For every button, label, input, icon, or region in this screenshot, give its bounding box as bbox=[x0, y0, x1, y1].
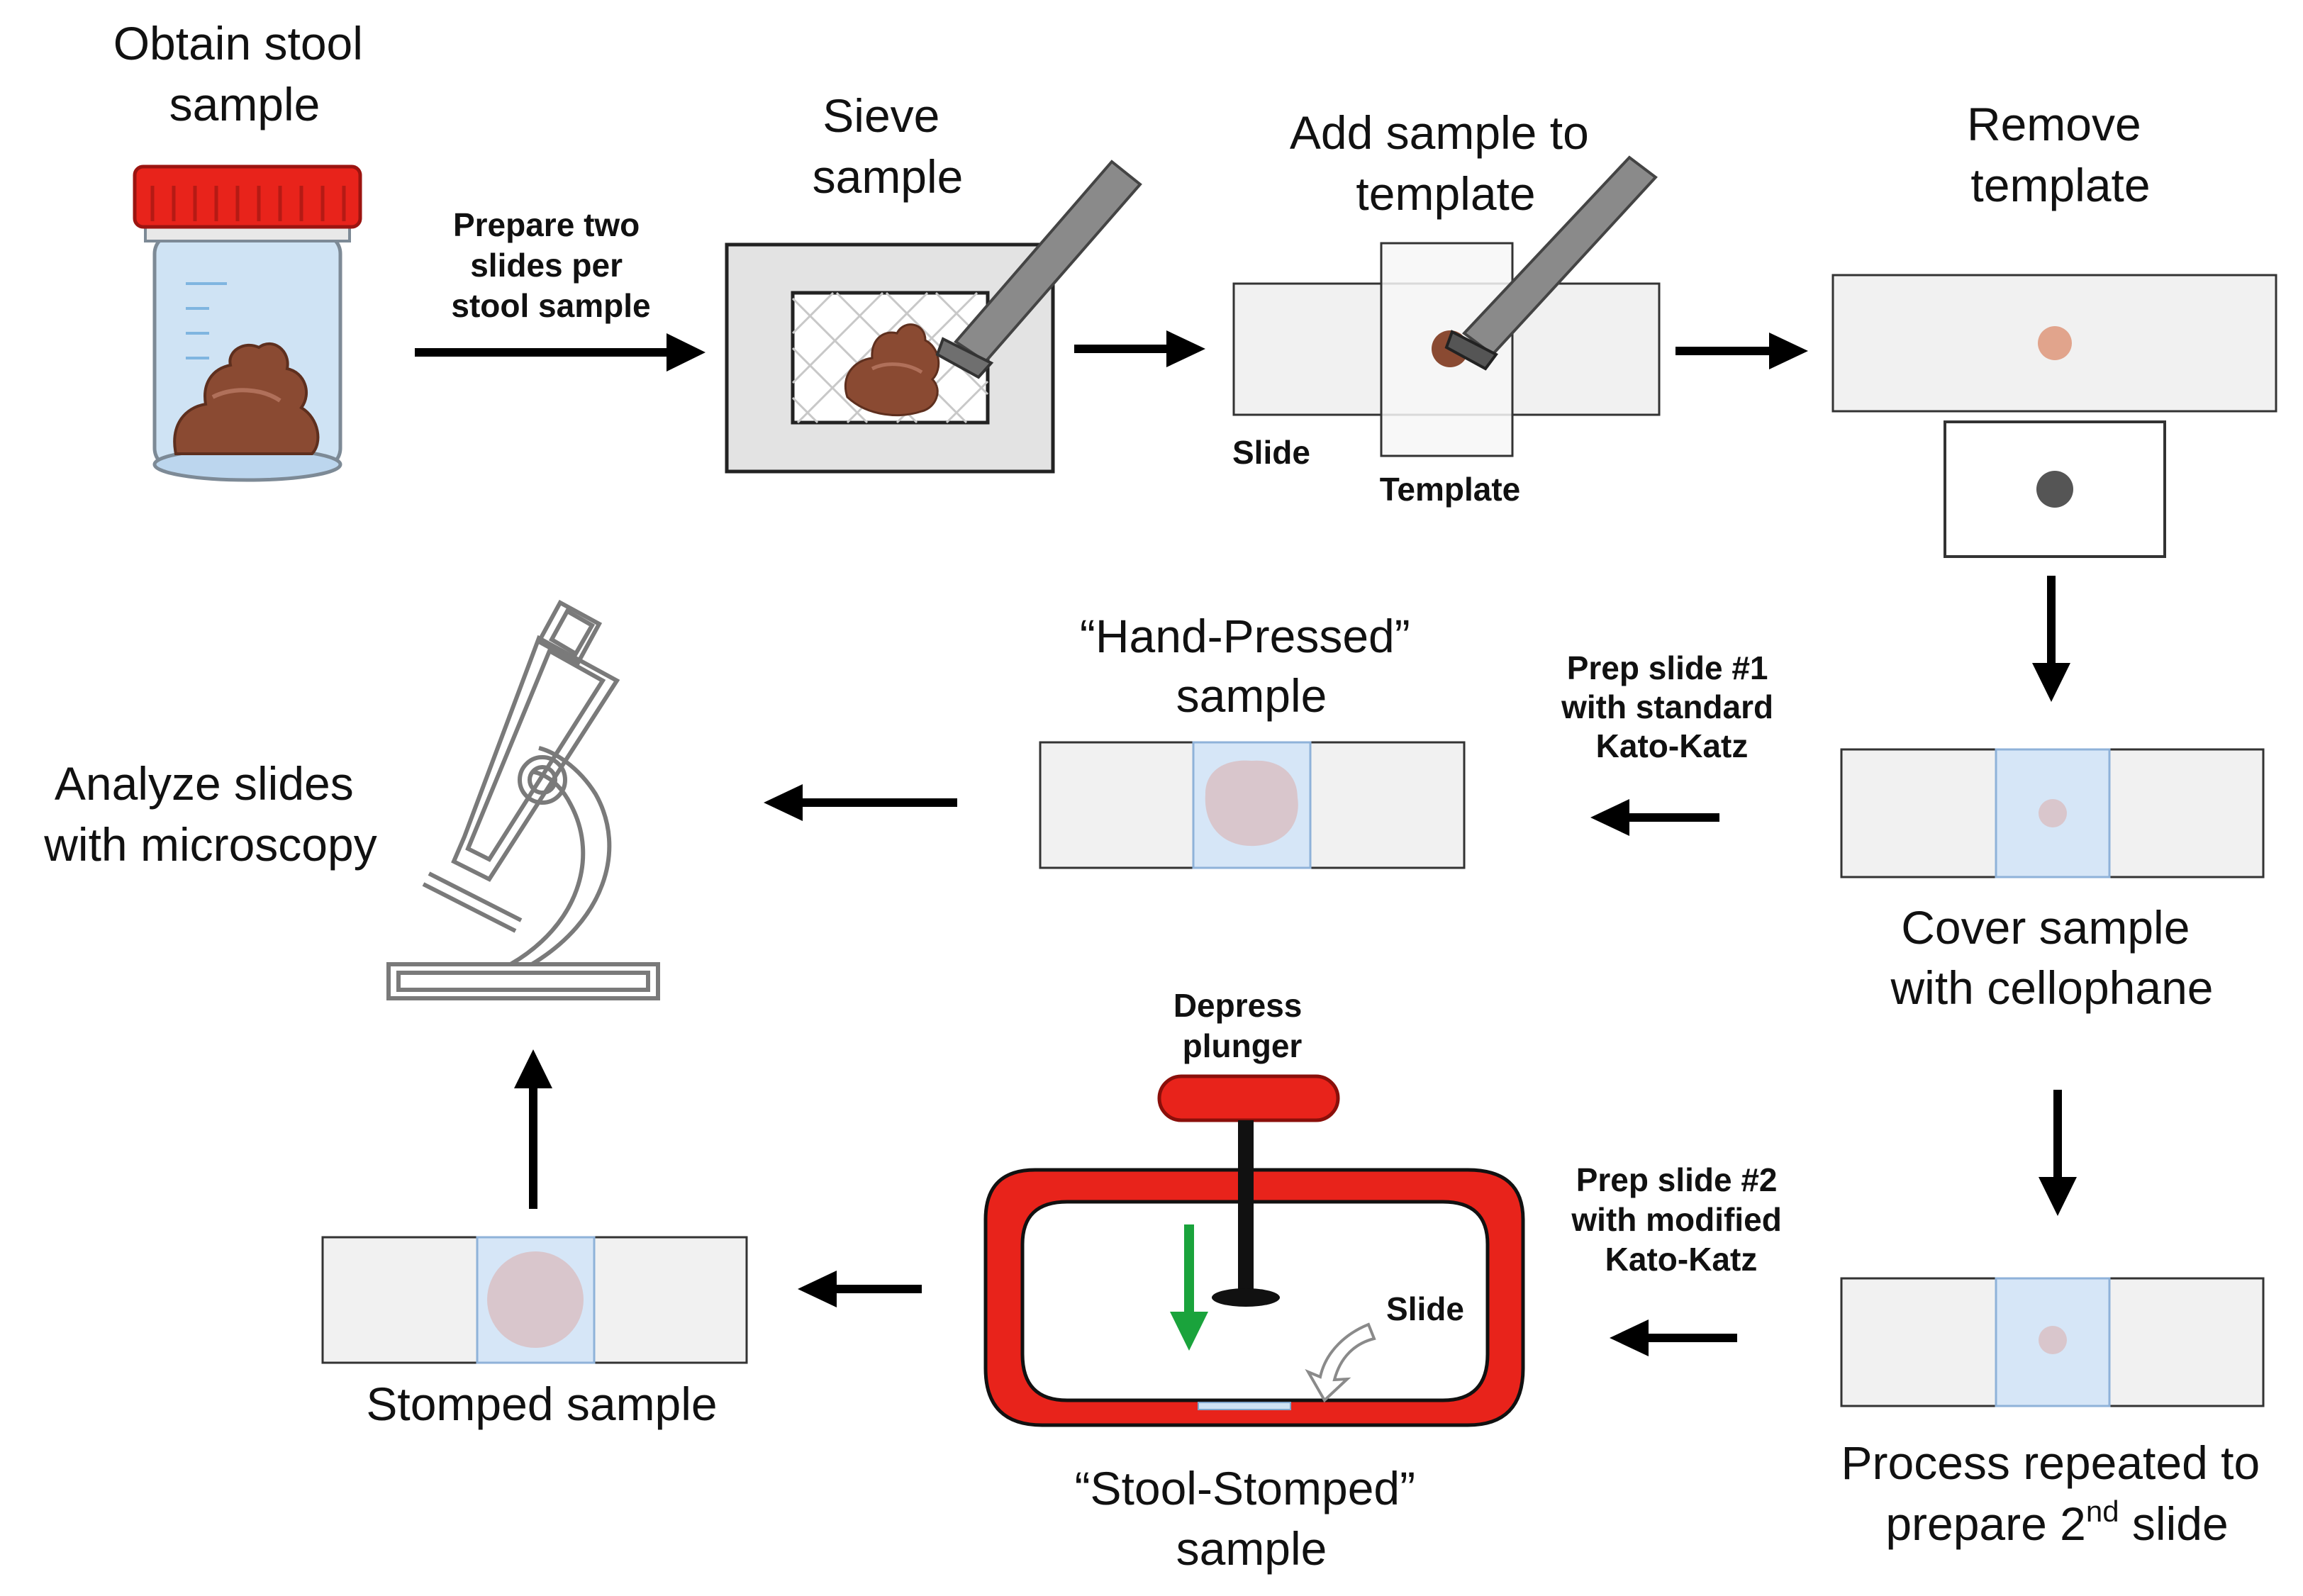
step-stomped-sample: Stomped sample bbox=[321, 1236, 748, 1430]
arrow-to-hand-pressed bbox=[1590, 799, 1719, 836]
step-analyze: Analyze slides with microscopy bbox=[43, 599, 660, 1000]
prep2-label: Prep slide #2 with modified Kato-Katz bbox=[1571, 1161, 1790, 1278]
process-label: Process repeated to prepare 2nd slide bbox=[1841, 1436, 2273, 1550]
analyze-label: Analyze slides with microscopy bbox=[43, 757, 377, 871]
stool-stomped-label: “Stool-Stomped” sample bbox=[1075, 1462, 1429, 1575]
pressed-sample-blob bbox=[1205, 760, 1298, 847]
stomped-label: Stomped sample bbox=[366, 1378, 717, 1430]
stool-sample-icon bbox=[844, 323, 940, 416]
stomper-slide-label: Slide bbox=[1386, 1290, 1464, 1327]
slide-in-stomper bbox=[1198, 1402, 1291, 1410]
stomper-frame bbox=[983, 1168, 1525, 1427]
obtain-label: Obtain stool sample bbox=[113, 17, 377, 130]
arrow-to-add bbox=[1074, 330, 1205, 367]
step-cover-cellophane: Cover sample with cellophane bbox=[1840, 748, 2265, 1014]
sample-dot bbox=[2038, 326, 2072, 360]
arrow-to-microscope bbox=[514, 1049, 552, 1209]
arrow-to-cover bbox=[2032, 576, 2070, 702]
plunger-rod bbox=[1238, 1120, 1254, 1292]
step-obtain-stool: Obtain stool sample bbox=[113, 17, 377, 482]
spatula-icon bbox=[935, 160, 1142, 379]
arrow-to-stomper bbox=[1610, 1319, 1737, 1356]
cellophane-strip bbox=[1995, 1277, 2111, 1407]
step-process-repeated: Process repeated to prepare 2nd slide bbox=[1840, 1277, 2273, 1550]
spatula-icon bbox=[1444, 155, 1658, 371]
depress-label: Depress plunger bbox=[1173, 987, 1311, 1064]
step-hand-pressed: “Hand-Pressed” sample bbox=[1039, 610, 1466, 869]
arrow-to-stomped bbox=[798, 1271, 922, 1307]
template-hole bbox=[2036, 471, 2073, 508]
press-down-arrowhead bbox=[1170, 1312, 1208, 1351]
specimen-jar-icon bbox=[133, 164, 362, 482]
hand-pressed-label: “Hand-Pressed” sample bbox=[1080, 610, 1423, 722]
template-label: Template bbox=[1380, 471, 1521, 508]
sample-dot bbox=[2039, 799, 2067, 827]
plunger-foot bbox=[1212, 1288, 1280, 1307]
arrow-to-process bbox=[2039, 1090, 2077, 1216]
microscope-icon bbox=[386, 599, 660, 1000]
stool-stomper-device: Depress plunger Slide “Stool-Stomped” sa… bbox=[983, 987, 1525, 1575]
curved-arrow-icon bbox=[1305, 1322, 1376, 1403]
remove-label: Remove template bbox=[1967, 98, 2154, 211]
cover-label: Cover sample with cellophane bbox=[1890, 901, 2214, 1014]
arrow-to-remove bbox=[1675, 333, 1808, 369]
plunger-handle bbox=[1157, 1074, 1340, 1122]
stomped-sample-circle bbox=[487, 1251, 584, 1348]
step-add-to-template: Add sample to template Slide Template bbox=[1232, 106, 1661, 508]
arrow-to-sieve bbox=[415, 333, 706, 372]
add-label: Add sample to template bbox=[1290, 106, 1602, 220]
step-sieve: Sieve sample bbox=[725, 89, 1142, 474]
prepare-label: Prepare two slides per stool sample bbox=[451, 206, 650, 324]
sample-dot bbox=[2039, 1326, 2067, 1354]
arrow-to-analyze bbox=[764, 784, 957, 821]
slide-label: Slide bbox=[1232, 434, 1310, 471]
step-remove-template: Remove template bbox=[1831, 98, 2277, 558]
sieve-label: Sieve sample bbox=[813, 89, 964, 203]
prep1-label: Prep slide #1 with standard Kato-Katz bbox=[1561, 649, 1783, 764]
